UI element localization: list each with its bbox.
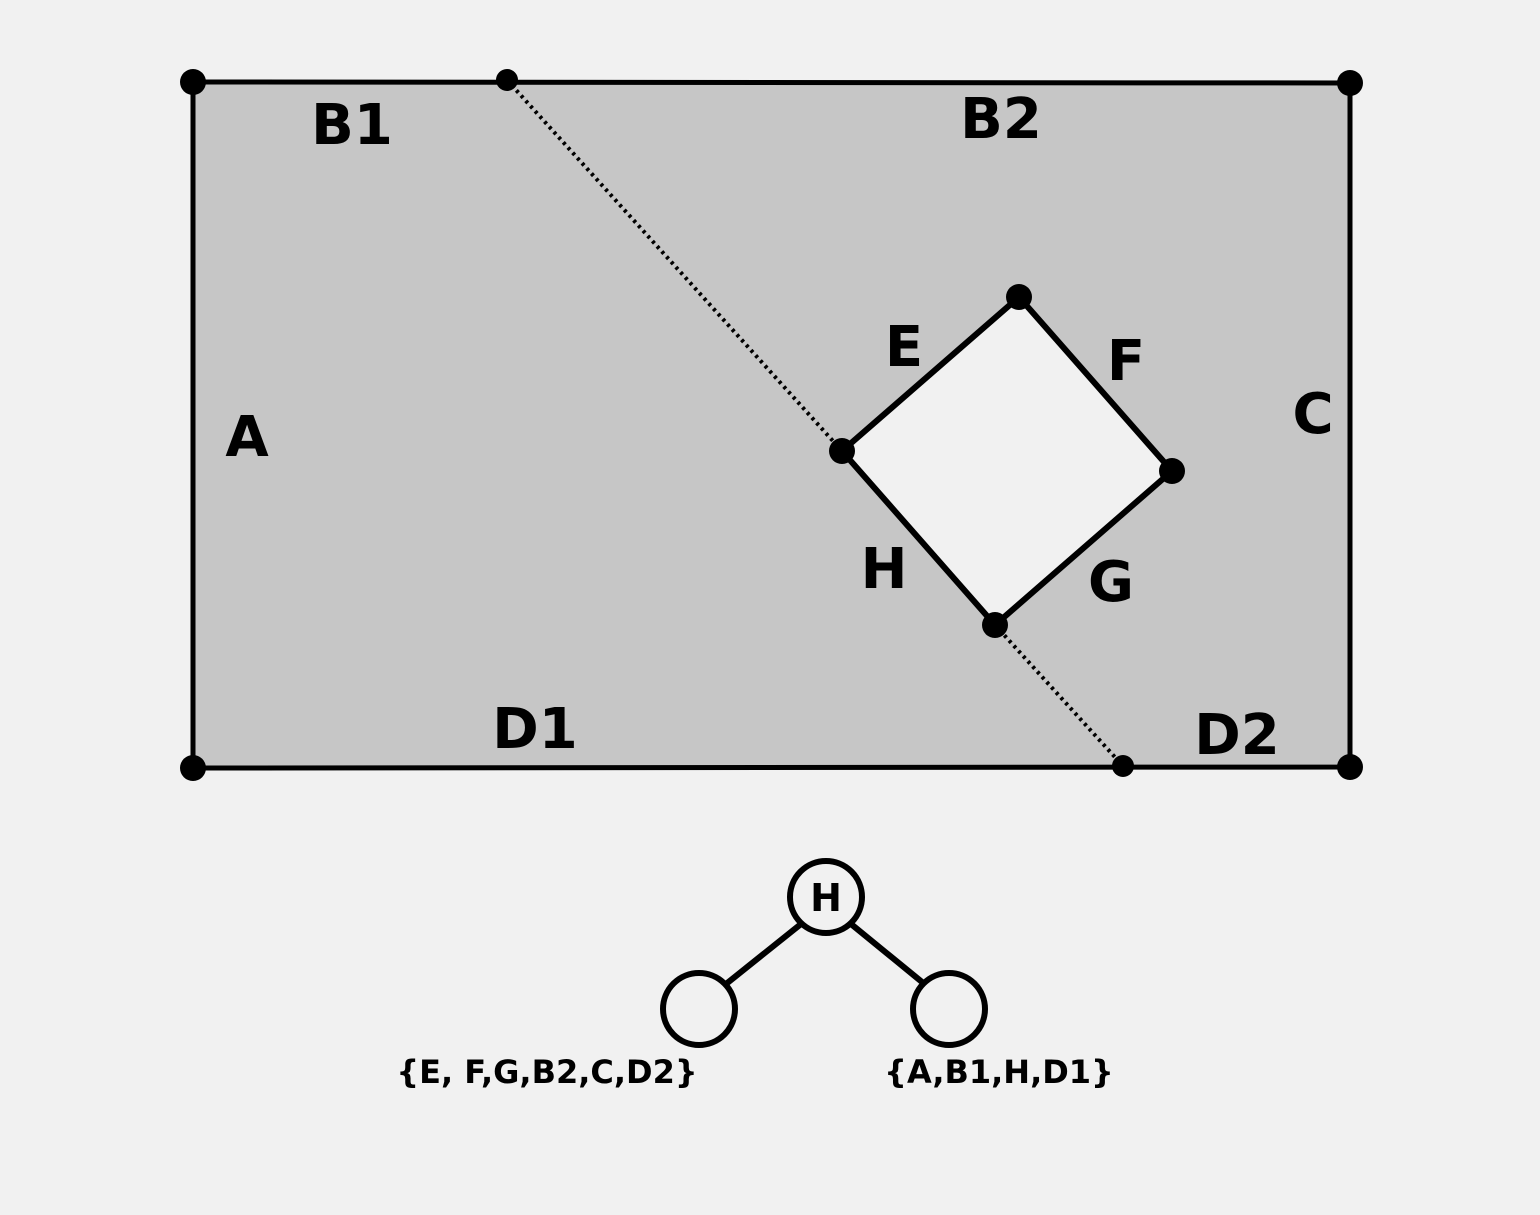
label-e: E	[885, 315, 923, 380]
tree-edge-left	[724, 921, 803, 987]
label-f: F	[1107, 329, 1145, 394]
label-a: A	[225, 405, 269, 470]
label-d2: D2	[1194, 703, 1279, 768]
vertex	[180, 755, 206, 781]
bsp-tree: H {E, F,G,B2,C,D2} {A,B1,H,D1}	[396, 858, 1114, 1091]
label-b1: B1	[311, 93, 393, 158]
label-c: C	[1292, 382, 1333, 447]
vertex	[180, 69, 206, 95]
vertex	[496, 69, 518, 91]
tree-right-set: {A,B1,H,D1}	[884, 1053, 1114, 1091]
tree-left-node	[660, 970, 738, 1048]
vertices	[180, 69, 1363, 781]
outer-region	[193, 82, 1350, 768]
vertex	[982, 612, 1008, 638]
label-g: G	[1088, 550, 1134, 615]
vertex	[1337, 754, 1363, 780]
vertex	[829, 438, 855, 464]
vertex	[1006, 284, 1032, 310]
tree-root-label: H	[810, 876, 842, 920]
label-h: H	[861, 537, 908, 602]
tree-root-node	[787, 858, 865, 936]
vertex	[1112, 755, 1134, 777]
label-d1: D1	[492, 697, 577, 762]
vertex	[1159, 458, 1185, 484]
vertex	[1337, 70, 1363, 96]
label-b2: B2	[960, 87, 1042, 152]
tree-right-node	[910, 970, 988, 1048]
tree-edge-right	[849, 921, 924, 985]
tree-left-set: {E, F,G,B2,C,D2}	[396, 1053, 697, 1091]
